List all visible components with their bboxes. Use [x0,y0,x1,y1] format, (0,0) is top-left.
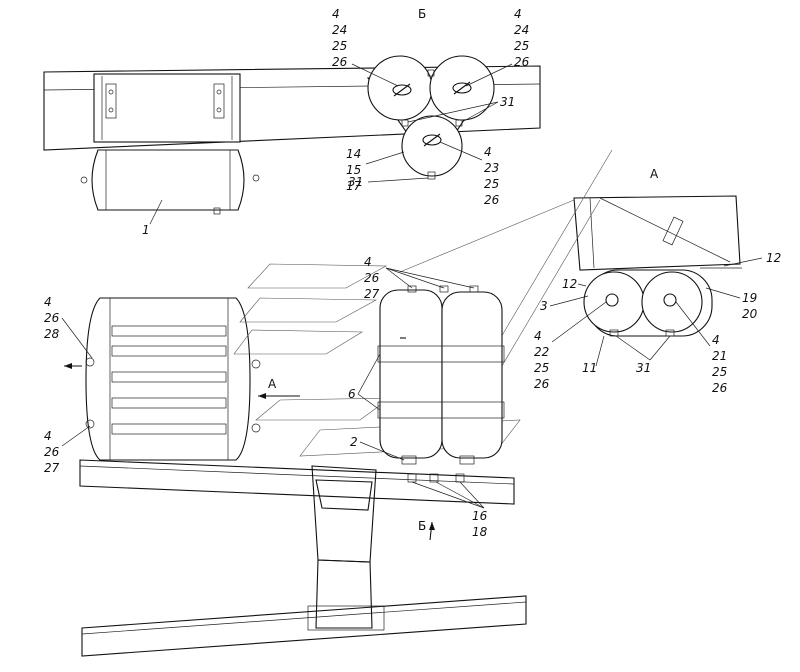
view-a-callout-12-left: 12 [562,277,577,291]
svg-text:4: 4 [44,295,52,309]
svg-text:4: 4 [44,429,52,443]
view-a-section: А 12 3 4 22 25 26 11 31 [399,149,781,441]
view-a-callout-right: 4 21 25 26 [712,333,728,395]
view-b-title: Б [418,7,426,21]
top-left-receiver-view: 1 [43,65,541,237]
view-a-callout-19-20: 19 20 [742,291,758,321]
svg-text:18: 18 [472,525,488,539]
frame-rail-bottom [81,595,527,657]
view-b-callout-31-bottom: 31 [348,175,363,189]
svg-text:25: 25 [712,365,727,379]
view-a-bracket [573,195,741,271]
svg-text:4: 4 [534,329,542,343]
svg-text:21: 21 [712,349,727,363]
svg-text:26: 26 [44,445,60,459]
svg-text:25: 25 [332,39,347,53]
svg-text:4: 4 [484,145,492,159]
arrow-b-label: Б [418,519,426,533]
svg-text:17: 17 [346,179,362,193]
view-b-callout-lower-left: 14 15 17 [346,147,362,193]
view-b-receiver-left [367,55,433,121]
view-a-callout-3: 3 [540,299,548,313]
center-callout-bottom: 16 18 [472,509,488,539]
center-receiver-assembly: Б 4 26 27 6 2 16 18 [79,255,527,657]
svg-text:26: 26 [712,381,728,395]
view-a-callout-11: 11 [582,361,597,375]
svg-text:24: 24 [332,23,347,37]
svg-text:28: 28 [44,327,60,341]
svg-text:19: 19 [742,291,757,305]
side-view-receiver-stack [85,297,251,461]
center-receiver-left [379,289,443,459]
view-b-callout-31-right: 31 [500,95,515,109]
svg-text:4: 4 [514,7,522,21]
svg-text:4: 4 [712,333,720,347]
side-view-callout-top: 4 26 28 [44,295,60,341]
svg-text:24: 24 [514,23,529,37]
svg-text:23: 23 [484,161,499,175]
svg-text:20: 20 [742,307,758,321]
center-callout-2: 2 [350,435,358,449]
view-b-receiver-bottom [401,115,463,177]
arrow-a-label: А [268,377,277,391]
svg-text:27: 27 [364,287,380,301]
callout-1: 1 [142,223,150,237]
view-a-title: А [650,167,659,181]
svg-text:22: 22 [534,345,549,359]
svg-text:16: 16 [472,509,488,523]
view-b-callout-right: 4 24 25 26 [514,7,530,69]
svg-text:26: 26 [332,55,348,69]
receiver-1-body [91,149,245,211]
view-a-callout-31: 31 [636,361,651,375]
view-a-callout-left: 4 22 25 26 [534,329,550,391]
svg-text:4: 4 [364,255,372,269]
side-view-section: А 4 26 28 4 26 27 [44,263,521,475]
svg-text:4: 4 [332,7,340,21]
svg-text:25: 25 [484,177,499,191]
center-callout-top: 4 26 27 [364,255,380,301]
svg-text:26: 26 [364,271,380,285]
svg-text:26: 26 [534,377,550,391]
view-b-callout-left: 4 24 25 26 [332,7,348,69]
view-a-callout-12-right: 12 [766,251,781,265]
view-b-section: Б 4 24 25 26 4 24 25 26 31 [332,7,530,207]
svg-text:25: 25 [514,39,529,53]
svg-text:27: 27 [44,461,60,475]
frame-rail-middle [79,459,515,505]
svg-text:26: 26 [514,55,530,69]
svg-text:15: 15 [346,163,361,177]
svg-text:14: 14 [346,147,361,161]
svg-text:26: 26 [484,193,500,207]
side-view-callout-bottom: 4 26 27 [44,429,60,475]
svg-text:26: 26 [44,311,60,325]
svg-text:25: 25 [534,361,549,375]
center-receiver-right [441,291,503,459]
view-b-callout-lower-right: 4 23 25 26 [484,145,500,207]
mounting-bracket-top [93,73,241,143]
center-callout-6: 6 [348,387,356,401]
